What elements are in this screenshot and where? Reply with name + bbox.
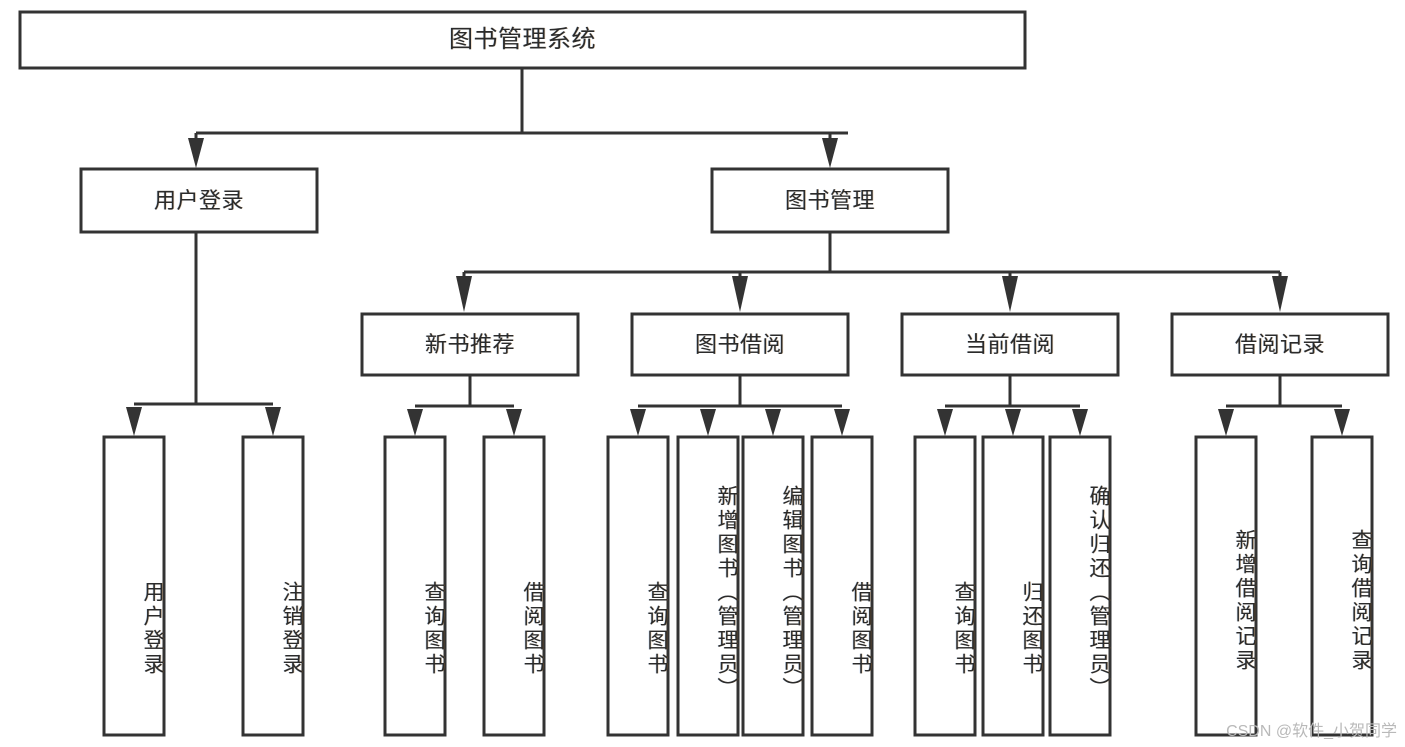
arrow-head-leaf-query-book-2 (630, 409, 646, 436)
node-box-leaf-add-book[interactable] (676, 435, 740, 737)
arrow-head-leaf-add-book (700, 409, 716, 436)
connector-group-current-borrow (937, 375, 1088, 436)
connector-group-user-login (126, 232, 281, 436)
arrow-head-leaf-query-book-3 (937, 409, 953, 436)
arrow-head-user-login (188, 138, 204, 168)
arrow-head-leaf-edit-book (765, 409, 781, 436)
connector-group-book-borrow (630, 375, 850, 436)
arrow-head-leaf-borrow-book-1 (506, 409, 522, 436)
node-box-user-login[interactable] (79, 167, 319, 234)
connector-group-borrow-record (1218, 375, 1350, 436)
node-box-current-borrow[interactable] (900, 312, 1120, 377)
node-box-borrow-record[interactable] (1170, 312, 1390, 377)
node-box-leaf-borrow-book-1[interactable] (482, 435, 546, 737)
arrow-head-leaf-return-book (1005, 409, 1021, 436)
connector-group-new-book-rec (407, 375, 522, 436)
arrow-head-book-manage (822, 138, 838, 168)
arrow-head-leaf-add-record (1218, 409, 1234, 436)
node-box-leaf-add-record[interactable] (1194, 435, 1258, 737)
node-box-book-borrow[interactable] (630, 312, 850, 377)
node-box-root[interactable] (18, 10, 1027, 70)
node-box-leaf-logout[interactable] (241, 435, 305, 737)
connector-group-root (188, 68, 848, 168)
node-box-leaf-edit-book[interactable] (741, 435, 805, 737)
csdn-watermark: CSDN @软件_小贺同学 (1226, 723, 1397, 740)
node-box-new-book-rec[interactable] (360, 312, 580, 377)
node-box-leaf-return-book[interactable] (981, 435, 1045, 737)
node-box-leaf-confirm-return[interactable] (1048, 435, 1112, 737)
arrow-head-current-borrow (1002, 276, 1018, 312)
arrow-head-leaf-query-record (1334, 409, 1350, 436)
arrow-head-leaf-logout (265, 407, 281, 436)
node-box-leaf-query-book-3[interactable] (913, 435, 977, 737)
node-box-leaf-query-record[interactable] (1310, 435, 1374, 737)
arrow-head-leaf-confirm-return (1072, 409, 1088, 436)
node-box-book-manage[interactable] (710, 167, 950, 234)
node-box-leaf-user-login[interactable] (102, 435, 166, 737)
arrow-head-book-borrow (732, 276, 748, 312)
arrow-head-new-book-rec (456, 276, 472, 312)
node-box-leaf-query-book-1[interactable] (383, 435, 447, 737)
arrow-head-leaf-query-book-1 (407, 409, 423, 436)
connector-group-book-manage (456, 232, 1288, 312)
arrow-head-leaf-borrow-book-2 (834, 409, 850, 436)
node-box-leaf-borrow-book-2[interactable] (810, 435, 874, 737)
arrow-head-borrow-record (1272, 276, 1288, 312)
arrow-head-leaf-user-login (126, 407, 142, 436)
node-box-leaf-query-book-2[interactable] (606, 435, 670, 737)
